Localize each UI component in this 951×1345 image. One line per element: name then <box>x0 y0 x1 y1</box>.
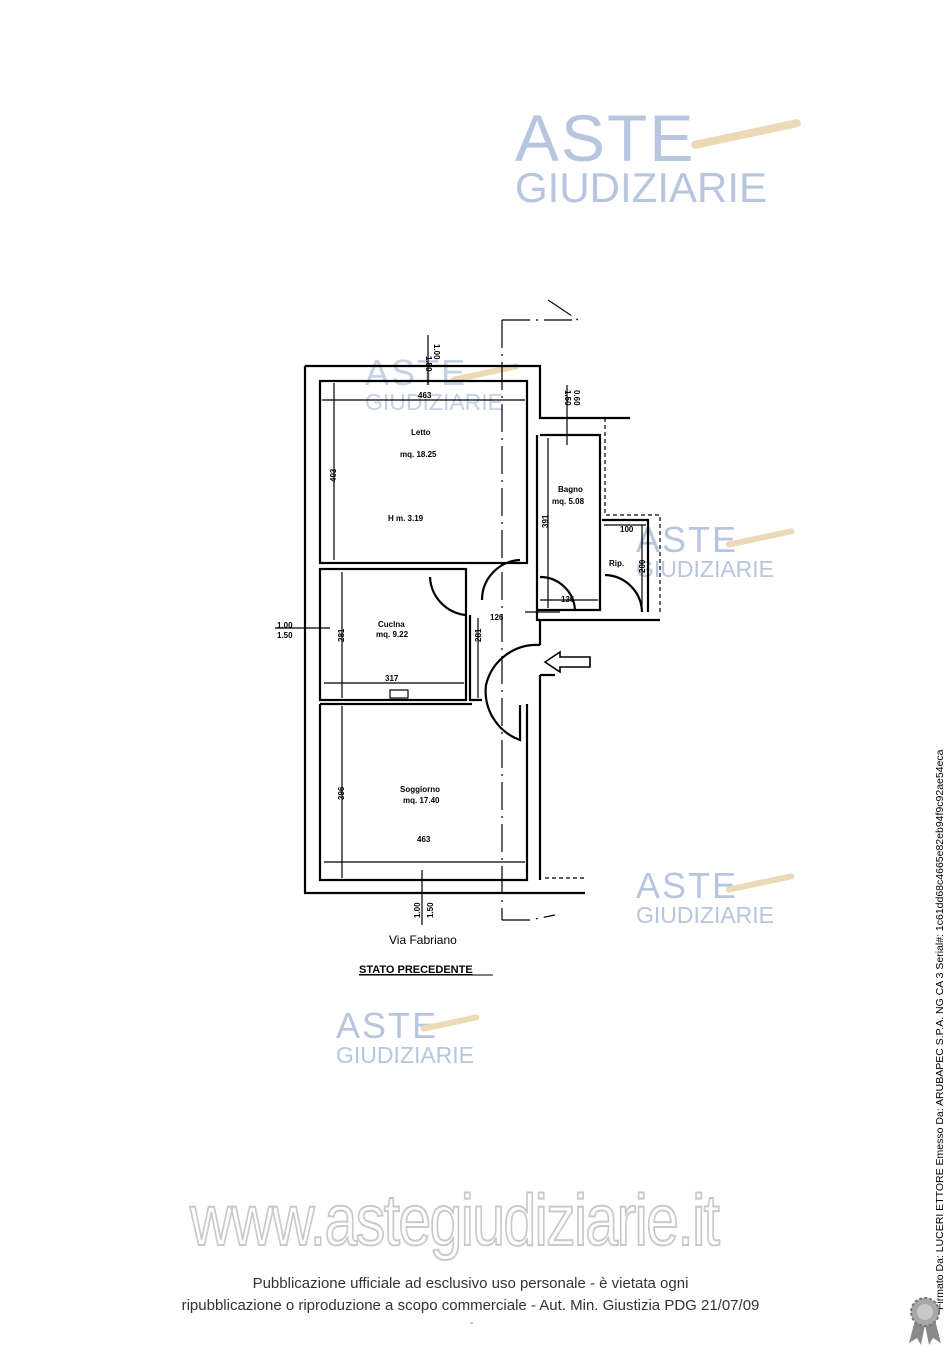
aste-logo-watermark: ASTE GIUDIZIARIE <box>365 355 503 414</box>
street-label: Via Fabriano <box>389 933 457 947</box>
logo-line2: GIUDIZIARIE <box>336 1042 475 1068</box>
logo-line1: ASTE <box>365 352 468 393</box>
window-label: 1.00 <box>432 344 441 360</box>
stove-icon <box>389 689 409 699</box>
dashed-boundary <box>604 418 661 612</box>
wall-corridor <box>468 615 482 702</box>
site-watermark: www.astegiudiziarie.it <box>189 1180 721 1262</box>
dim-label: 396 <box>337 786 346 800</box>
logo-line2: GIUDIZIARIE <box>636 556 775 582</box>
logo-line2: GIUDIZIARIE <box>515 164 768 211</box>
room-area-bagno: mq. 5.08 <box>552 497 585 506</box>
room-label-letto: Letto <box>411 428 431 437</box>
wall-corridor <box>535 610 660 622</box>
room-label-rip: Rip. <box>609 559 624 568</box>
wall-cucina <box>318 567 468 702</box>
aste-logo-watermark: ASTE GIUDIZIARIE <box>636 868 774 927</box>
dim-label: 391 <box>541 514 550 528</box>
room-area-cucina: mq. 9.22 <box>376 630 409 639</box>
dim-label: 200 <box>638 559 647 573</box>
aste-logo-watermark: ASTE GIUDIZIARIE <box>636 522 774 581</box>
dim-label: 403 <box>329 468 338 482</box>
door-arc <box>428 576 467 617</box>
logo-line2: GIUDIZIARIE <box>365 389 504 415</box>
aste-logo-watermark: ASTE GIUDIZIARIE <box>515 105 767 209</box>
room-height-letto: H m. 3.19 <box>388 514 424 523</box>
window-label: 0.60 <box>572 390 581 406</box>
footer-line2: ripubblicazione o riproduzione a scopo c… <box>181 1297 760 1314</box>
footer-line1: Pubblicazione ufficiale ad esclusivo uso… <box>252 1275 689 1292</box>
dimension-lines <box>322 383 646 878</box>
section-line <box>501 297 580 921</box>
door-arc <box>604 573 644 613</box>
wall-outer <box>303 366 585 895</box>
door-arc <box>539 575 577 611</box>
room-label-cucina: Cuclna <box>378 620 405 629</box>
door-arc <box>484 643 541 742</box>
window-label: 1.00 <box>277 621 293 630</box>
dim-label: 281 <box>337 628 346 642</box>
plan-title: STATO PRECEDENTE <box>359 964 473 976</box>
dim-label: 317 <box>385 674 399 683</box>
entrance-arrow-icon <box>543 650 591 674</box>
window-label: 1.00 <box>413 902 422 918</box>
logo-line1: ASTE <box>636 519 739 560</box>
wall-outer <box>305 364 630 420</box>
digital-signature-text: Firmato Da: LUCERI ETTORE Emesso Da: ARU… <box>934 749 946 1310</box>
wall-soggiorno <box>318 702 529 882</box>
seal-ribbon-icon <box>909 1297 941 1345</box>
room-label-bagno: Bagno <box>558 485 583 494</box>
window-label: 1.50 <box>424 356 433 372</box>
door-arc <box>480 558 521 601</box>
room-area-soggiorno: mq. 17.40 <box>403 796 440 805</box>
logo-line2: GIUDIZIARIE <box>636 902 775 928</box>
wall-letto <box>318 379 529 565</box>
logo-line1: ASTE <box>636 865 739 906</box>
dim-label: 281 <box>474 628 483 642</box>
window-label: 1.50 <box>277 631 293 640</box>
window-label: 1.50 <box>426 902 435 918</box>
room-area-letto: mq. 18.25 <box>400 450 437 459</box>
dim-label: 126 <box>490 613 504 622</box>
logo-line1: ASTE <box>336 1005 439 1046</box>
aste-logo-watermark: ASTE GIUDIZIARIE <box>336 1008 474 1067</box>
wall-rip <box>602 518 650 612</box>
room-label-soggiorno: Soggiorno <box>400 785 440 794</box>
logo-line1: ASTE <box>515 101 696 175</box>
dim-label: 463 <box>417 835 431 844</box>
dim-label: 136 <box>561 595 575 604</box>
footer-mark: - <box>470 1318 474 1329</box>
dim-label: 100 <box>620 525 634 534</box>
dim-label: 463 <box>418 391 432 400</box>
window-label: 1.50 <box>563 390 572 406</box>
wall-bagno <box>535 433 602 612</box>
window-axes <box>275 335 568 925</box>
